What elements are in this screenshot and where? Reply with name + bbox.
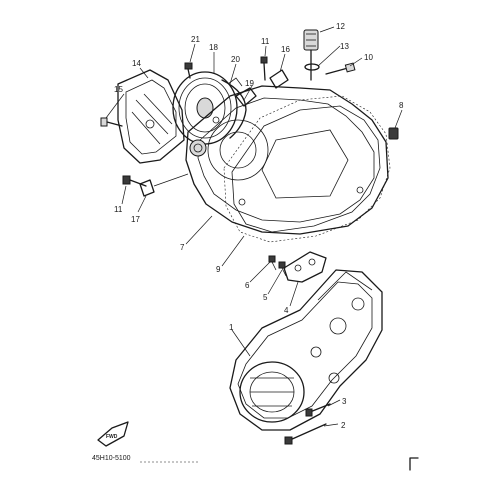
callout-21: 21: [191, 35, 200, 44]
callout-3: 3: [342, 397, 347, 406]
part-17-clamp: [139, 173, 189, 197]
callout-4: 4: [284, 306, 289, 315]
part-code: 45H10-5100: [92, 455, 131, 462]
part-15-bolt: [100, 117, 123, 127]
callouts: 1 2 3 4 5 6 7 8 9 10 11 11 12 13 14 15 1…: [114, 22, 404, 430]
callout-11-top: 11: [261, 37, 270, 46]
fwd-label: FWD: [106, 434, 118, 440]
part-13-oring: [304, 63, 320, 71]
callout-8: 8: [399, 101, 404, 110]
callout-10: 10: [364, 53, 373, 62]
callout-18: 18: [209, 43, 218, 52]
fwd-arrow: FWD: [97, 421, 129, 447]
part-8-dowel: [388, 127, 399, 140]
part-1-lower-cover: [229, 269, 383, 431]
callout-13: 13: [340, 42, 349, 51]
part-2-bolt: [284, 423, 327, 445]
part-3-bolt: [305, 403, 331, 417]
part-12-plug: [303, 29, 319, 81]
callout-5: 5: [263, 293, 268, 302]
part-16-clip: [269, 69, 289, 89]
callout-7: 7: [180, 243, 185, 252]
part-5-screw: [278, 261, 287, 277]
callout-17: 17: [131, 215, 140, 224]
part-4-bracket: [283, 251, 327, 283]
callout-19: 19: [245, 79, 254, 88]
callout-1: 1: [229, 323, 234, 332]
part-10-bolt: [325, 62, 356, 75]
part-9-gasket: [223, 95, 391, 243]
part-11-bolt-left: [122, 175, 147, 187]
leader-lines: [105, 26, 403, 427]
part-6-screw: [268, 255, 277, 271]
callout-12: 12: [336, 22, 345, 31]
callout-15: 15: [114, 85, 123, 94]
scan-artifacts: [140, 457, 419, 471]
part-11-bolt-top: [260, 56, 268, 81]
callout-16: 16: [281, 45, 290, 54]
part-7-crankcase-cover: [185, 85, 389, 235]
callout-6: 6: [245, 281, 250, 290]
part-21-bolt: [184, 62, 193, 79]
callout-2: 2: [341, 421, 346, 430]
callout-20: 20: [231, 55, 240, 64]
callout-11-left: 11: [114, 205, 123, 214]
callout-14: 14: [132, 59, 141, 68]
part-14-cover: [117, 69, 185, 164]
callout-9: 9: [216, 265, 221, 274]
